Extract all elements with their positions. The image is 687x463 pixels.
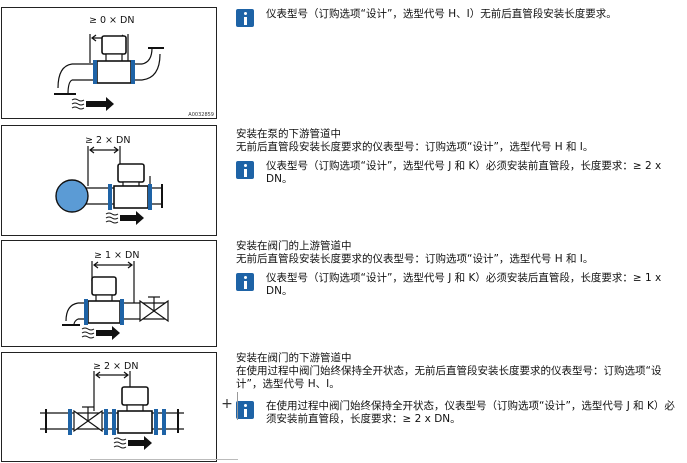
note-text: 仪表型号（订购选项“设计”，选型代号 J 和 K）必须安装前直管段，长度要求：≥… [266, 160, 662, 185]
info-icon [236, 161, 254, 179]
figure-valve-downstream: ≥ 2 × DN [1, 352, 217, 462]
dimension-label: ≥ 1 × DN [94, 250, 140, 261]
plus-icon[interactable]: + [221, 396, 233, 412]
figure-code: A0032859 [188, 112, 214, 118]
section-body: 无前后直管段安装长度要求的仪表型号：订购选项“设计”，选型代号 H 和 I。 [236, 253, 594, 265]
info-icon [236, 273, 254, 291]
bottom-divider [90, 459, 238, 460]
dimension-label: ≥ 0 × DN [89, 15, 135, 26]
section-heading: 安装在阀门的上游管道中 [236, 240, 352, 252]
flowmeter-no-straight-run-diagram [54, 34, 164, 111]
info-icon [236, 401, 254, 419]
info-icon [236, 9, 254, 27]
section-valve-downstream: 安装在阀门的下游管道中 在使用过程中阀门始终保持全开状态，无前后直管段安装长度要… [236, 352, 682, 391]
note-section-3: 仪表型号（订购选项“设计”，选型代号 J 和 K）必须安装后直管段，长度要求：≥… [236, 272, 682, 298]
note-section-2: 仪表型号（订购选项“设计”，选型代号 J 和 K）必须安装前直管段，长度要求：≥… [236, 160, 682, 186]
valve-downstream-diagram [40, 371, 184, 450]
dimension-label: ≥ 2 × DN [85, 135, 131, 146]
pump-downstream-diagram [55, 146, 163, 225]
note-text: 仪表型号（订购选项“设计”，选型代号 J 和 K）必须安装后直管段，长度要求：≥… [266, 272, 662, 297]
section-valve-upstream: 安装在阀门的上游管道中 无前后直管段安装长度要求的仪表型号：订购选项“设计”，选… [236, 240, 682, 266]
note-text: 在使用过程中阀门始终保持全开状态，仪表型号（订购选项“设计”，选型代号 J 和 … [266, 400, 675, 425]
section-body: 无前后直管段安装长度要求的仪表型号：订购选项“设计”，选型代号 H 和 I。 [236, 141, 594, 153]
figure-valve-upstream: ≥ 1 × DN [1, 240, 217, 347]
dimension-label: ≥ 2 × DN [93, 361, 139, 372]
figure-pump-downstream: ≥ 2 × DN [1, 125, 217, 236]
section-heading: 安装在阀门的下游管道中 [236, 352, 352, 364]
note-text: 仪表型号（订购选项“设计”，选型代号 H、I）无前后直管段安装长度要求。 [266, 8, 617, 20]
section-heading: 安装在泵的下游管道中 [236, 128, 341, 140]
valve-upstream-diagram [62, 261, 169, 340]
figure-straight-pipe: ≥ 0 × DN A0032859 [1, 7, 217, 119]
section-pump-downstream: 安装在泵的下游管道中 无前后直管段安装长度要求的仪表型号：订购选项“设计”，选型… [236, 128, 682, 154]
section-body: 在使用过程中阀门始终保持全开状态，无前后直管段安装长度要求的仪表型号：订购选项“… [236, 365, 662, 390]
editor-gutter-line [237, 392, 238, 420]
note-section-1: 仪表型号（订购选项“设计”，选型代号 H、I）无前后直管段安装长度要求。 [236, 8, 682, 27]
note-section-4: 在使用过程中阀门始终保持全开状态，仪表型号（订购选项“设计”，选型代号 J 和 … [236, 400, 682, 426]
